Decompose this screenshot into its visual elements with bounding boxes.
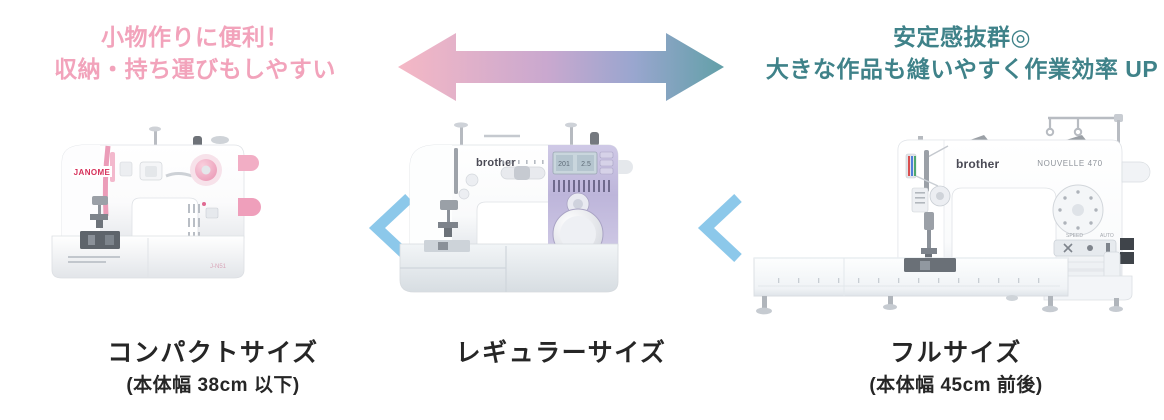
machine-full: brother NOUVELLE 470 xyxy=(748,100,1164,315)
headline-right: 安定感抜群◎ 大きな作品も縫いやすく作業効率 UP xyxy=(760,22,1164,85)
svg-text:2.5: 2.5 xyxy=(581,161,591,168)
double-headed-arrow-icon xyxy=(398,32,724,102)
svg-text:J-N51: J-N51 xyxy=(210,264,227,270)
machine-compact: JANOME xyxy=(48,118,378,298)
chevron-left-icon-1 xyxy=(365,192,421,264)
label-full-subtitle: (本体幅 45cm 前後) xyxy=(869,375,1043,396)
headline-left: 小物作りに便利！ 収納・持ち運びもしやすい xyxy=(0,22,390,85)
svg-text:brother: brother xyxy=(956,157,1000,171)
headline-left-line-2: 収納・持ち運びもしやすい xyxy=(54,55,336,82)
label-regular: レギュラーサイズ xyxy=(398,338,724,368)
machine-regular-image: brother 201 2 xyxy=(398,118,724,308)
svg-text:JANOME: JANOME xyxy=(74,168,111,177)
label-regular-title: レギュラーサイズ xyxy=(455,339,667,367)
label-compact-title: コンパクトサイズ xyxy=(107,339,319,367)
machine-regular: brother 201 2 xyxy=(398,118,724,308)
label-compact: コンパクトサイズ (本体幅 38cm 以下) xyxy=(48,338,378,398)
svg-text:AUTO: AUTO xyxy=(1100,233,1114,239)
label-compact-subtitle: (本体幅 38cm 以下) xyxy=(126,375,300,396)
headline-left-line-1: 小物作りに便利！ xyxy=(101,24,289,50)
svg-text:NOUVELLE 470: NOUVELLE 470 xyxy=(1037,159,1102,168)
headline-right-line-1: 安定感抜群◎ xyxy=(892,24,1032,50)
headline-right-line-2: 大きな作品も縫いやすく作業効率 UP xyxy=(765,55,1159,82)
svg-text:201: 201 xyxy=(558,161,570,168)
svg-text:brother: brother xyxy=(476,157,516,169)
label-full-title: フルサイズ xyxy=(890,339,1022,367)
label-full: フルサイズ (本体幅 45cm 前後) xyxy=(748,338,1164,398)
chevron-left-icon-2 xyxy=(694,192,750,264)
machine-compact-image: JANOME xyxy=(48,118,378,298)
svg-text:SPEED: SPEED xyxy=(1066,233,1083,239)
machine-full-image: brother NOUVELLE 470 xyxy=(748,100,1164,315)
